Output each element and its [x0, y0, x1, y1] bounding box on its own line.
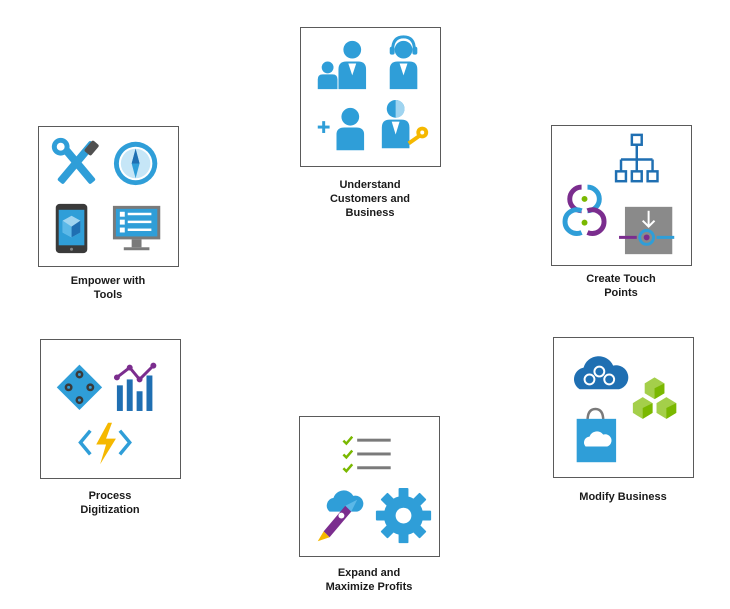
modify-tile: [553, 337, 694, 478]
empower-label: Empower with Tools: [70, 275, 146, 301]
user-key-icon: [381, 99, 429, 149]
function-bolt-icon: [78, 422, 132, 465]
tablet-cube-icon: [55, 203, 88, 254]
understand-icons: [317, 35, 429, 151]
empower-icons: [51, 137, 161, 254]
modify-icons: [574, 356, 677, 463]
cubes-icon: [632, 377, 677, 419]
cloud-network-icon: [574, 356, 629, 390]
understand-label: Understand Customers and Business: [329, 179, 411, 219]
process-tile: [40, 339, 181, 479]
rocket-cloud-icon: [317, 490, 364, 542]
empower-tile: [38, 126, 179, 267]
touch-tile: [551, 125, 692, 266]
process-icons: [56, 362, 157, 465]
compass-icon: [113, 141, 158, 186]
store-bag-icon: [576, 407, 617, 463]
link-chain-icon: [562, 184, 607, 236]
checklist-icon: [342, 435, 391, 474]
expand-tile: [299, 416, 440, 557]
gear-icon: [375, 487, 432, 544]
touch-icons: [562, 133, 675, 255]
expand-icons: [317, 435, 432, 544]
understand-tile: [300, 27, 441, 167]
user-group-icon: [317, 40, 367, 90]
add-user-icon: [317, 107, 365, 151]
logic-gears-icon: [56, 364, 103, 410]
analytics-chart-icon: [113, 362, 157, 411]
monitor-checklist-icon: [112, 205, 161, 251]
process-label: Process Digitization: [80, 490, 140, 516]
modify-label: Modify Business: [579, 491, 667, 503]
touch-label: Create Touch Points: [586, 273, 656, 299]
hierarchy-icon: [614, 133, 659, 183]
wrench-screwdriver-icon: [51, 137, 99, 184]
headset-user-icon: [389, 35, 418, 90]
expand-label: Expand and Maximize Profits: [325, 567, 413, 593]
api-connection-icon: [619, 206, 675, 255]
